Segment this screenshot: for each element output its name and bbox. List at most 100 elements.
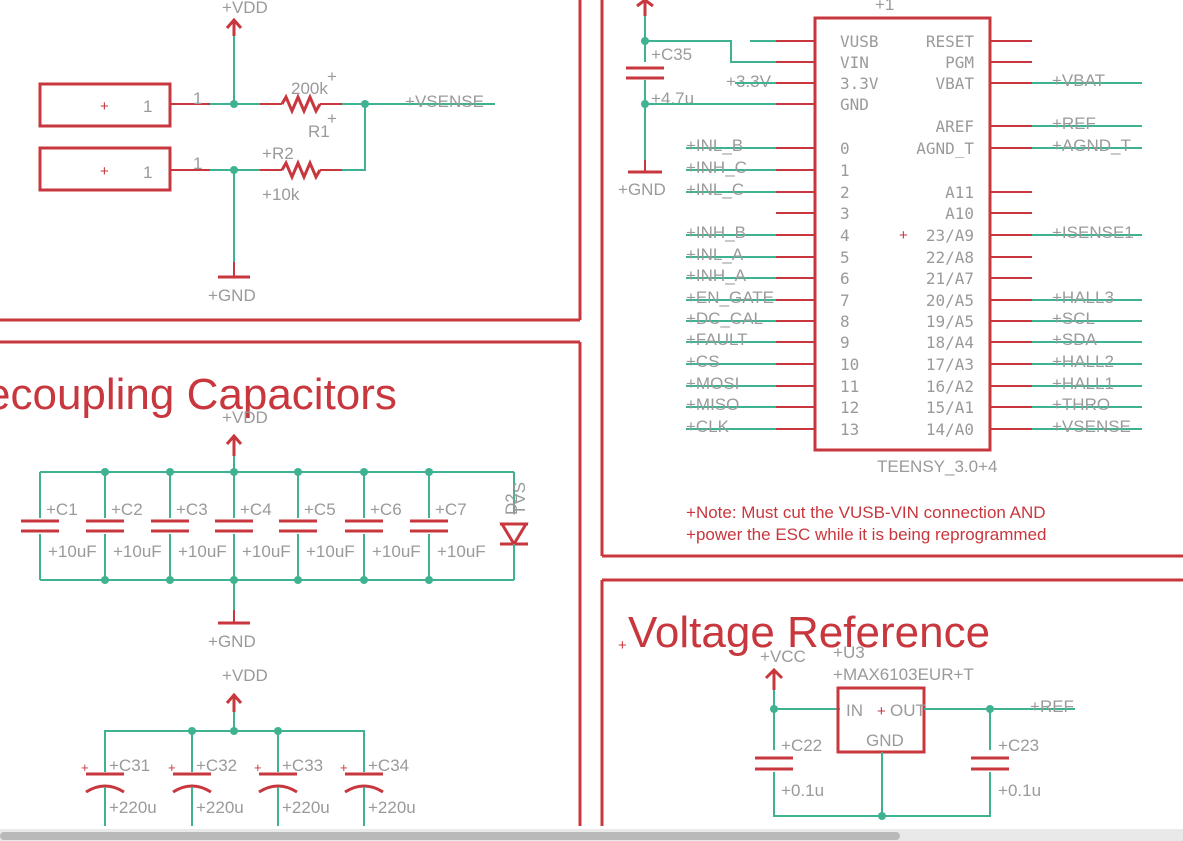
note-line-2: +power the ESC while it is being reprogr… (686, 525, 1047, 544)
cap-value-c4: +10uF (242, 542, 291, 561)
capacitor-c31[interactable] (85, 772, 125, 794)
net-thro: +THRO (1052, 395, 1110, 414)
teensy-pin-19a5: 19/A5 (926, 312, 974, 331)
cap-name-c6: +C6 (370, 500, 402, 519)
capacitor-c2[interactable] (86, 519, 124, 533)
net-vbat: +VBAT (1052, 71, 1105, 90)
bulk-cap-row: ++C31+220u++C32+220u++C33+220u++C34+220u (81, 756, 416, 826)
teensy-pin-6: 6 (840, 269, 850, 288)
teensy-pin-18a4: 18/A4 (926, 333, 974, 352)
connector-2-wire-label: 1 (193, 154, 202, 173)
teensy-pin-4: 4 (840, 226, 850, 245)
net-ref: +REF (1052, 114, 1096, 133)
cap-name-c33: +C33 (282, 756, 323, 775)
resistor-r2[interactable] (280, 159, 322, 181)
net-hall1: +HALL1 (1052, 374, 1114, 393)
svg-text:+: + (100, 98, 109, 115)
junction (425, 576, 433, 584)
connector-1-wire-label: 1 (193, 89, 202, 108)
teensy-pin-gnd: GND (840, 95, 869, 114)
cap-value-c31: +220u (109, 798, 157, 817)
teensy-part-label: TEENSY_3.0+4 (877, 457, 998, 476)
teensy-pin-reset: RESET (926, 32, 975, 51)
u3-pin-gnd: GND (866, 731, 904, 750)
u3-pin-out: OUT (890, 701, 926, 720)
teensy-pin-3: 3 (840, 204, 850, 223)
teensy-section: +C35 +4.7u +GND +3.3V +1 TEENSY_3.0+4 + … (618, 0, 1142, 544)
capacitor-c3[interactable] (151, 519, 189, 533)
teensy-pin-2: 2 (840, 183, 850, 202)
cap-value-c5: +10uF (306, 542, 355, 561)
teensy-pin-23a9: 23/A9 (926, 226, 974, 245)
teensy-pin-a10: A10 (945, 204, 974, 223)
tvs-diode-d2[interactable] (499, 522, 529, 547)
capacitor-c6[interactable] (345, 519, 383, 533)
c23-value: +0.1u (998, 781, 1041, 800)
capacitor-c35[interactable] (626, 66, 664, 80)
teensy-pin-5: 5 (840, 248, 850, 267)
net-dc_cal: +DC_CAL (686, 309, 763, 328)
capacitor-c7[interactable] (410, 519, 448, 533)
capacitor-c32[interactable] (172, 772, 212, 794)
scrollbar-thumb[interactable] (0, 832, 900, 840)
junction (294, 576, 302, 584)
tvs-name: D2 (502, 493, 521, 515)
cap-name-c7: +C7 (435, 500, 467, 519)
net-miso: +MISO (686, 395, 739, 414)
capacitor-c1[interactable] (21, 519, 59, 533)
teensy-pin-vin: VIN (840, 53, 869, 72)
c22-name: +C22 (781, 736, 822, 755)
vdd-label-bulk: +VDD (222, 666, 268, 685)
teensy-left-nets: +INL_B+INH_C+INL_C+INH_B+INL_A+INH_A+EN_… (686, 136, 776, 436)
cap-value-c2: +10uF (113, 542, 162, 561)
r2-value: +10k (262, 185, 300, 204)
capacitor-c23[interactable] (971, 756, 1009, 771)
junction (166, 576, 174, 584)
teensy-pin-33v: 3.3V (840, 74, 879, 93)
cap-value-c34: +220u (368, 798, 416, 817)
c35-name: +C35 (651, 45, 692, 64)
cap-value-c7: +10uF (437, 542, 486, 561)
junction (101, 576, 109, 584)
net-hall3: +HALL3 (1052, 288, 1114, 307)
cap-name-c5: +C5 (304, 500, 336, 519)
vcc-label: +VCC (760, 647, 806, 666)
polarity-mark: + (168, 760, 176, 775)
resistor-r1[interactable] (280, 93, 322, 115)
polarity-mark: + (81, 760, 89, 775)
teensy-pin-pgm: PGM (945, 53, 974, 72)
cap-value-c32: +220u (196, 798, 244, 817)
cap-value-c33: +220u (282, 798, 330, 817)
gnd-label-teensy: +GND (618, 180, 666, 199)
decoupling-cap-row: +C1+10uF+C2+10uF+C3+10uF+C4+10uF+C5+10uF… (21, 468, 486, 584)
r1-name: R1 (308, 122, 330, 141)
cap-name-c32: +C32 (196, 756, 237, 775)
net-fault: +FAULT (686, 330, 748, 349)
capacitor-c34[interactable] (344, 772, 384, 794)
vdd-label-top: +VDD (222, 0, 268, 17)
net-clk: +CLK (686, 417, 730, 436)
net-inl_b: +INL_B (686, 136, 743, 155)
teensy-pin-20a5: 20/A5 (926, 291, 974, 310)
capacitor-c5[interactable] (279, 519, 317, 533)
teensy-right-pins: RESETPGMVBATAREFAGND_TA11A1023/A922/A821… (916, 32, 1032, 439)
capacitor-c33[interactable] (258, 772, 298, 794)
cap-name-c1: +C1 (46, 500, 78, 519)
polarity-mark: + (340, 760, 348, 775)
c35-value: +4.7u (651, 89, 694, 108)
capacitor-c4[interactable] (215, 519, 253, 533)
u3-name: +U3 (833, 643, 865, 662)
junction (360, 576, 368, 584)
net-scl: +SCL (1052, 309, 1095, 328)
connector-1-pin: 1 (143, 97, 152, 116)
ref-net-label: +REF (1030, 697, 1074, 716)
teensy-pin-22a8: 22/A8 (926, 248, 974, 267)
junction (101, 468, 109, 476)
teensy-pin-vusb: VUSB (840, 32, 879, 51)
teensy-pin-vbat: VBAT (935, 74, 974, 93)
teensy-pin-17a3: 17/A3 (926, 355, 974, 374)
capacitor-c22[interactable] (755, 756, 793, 771)
